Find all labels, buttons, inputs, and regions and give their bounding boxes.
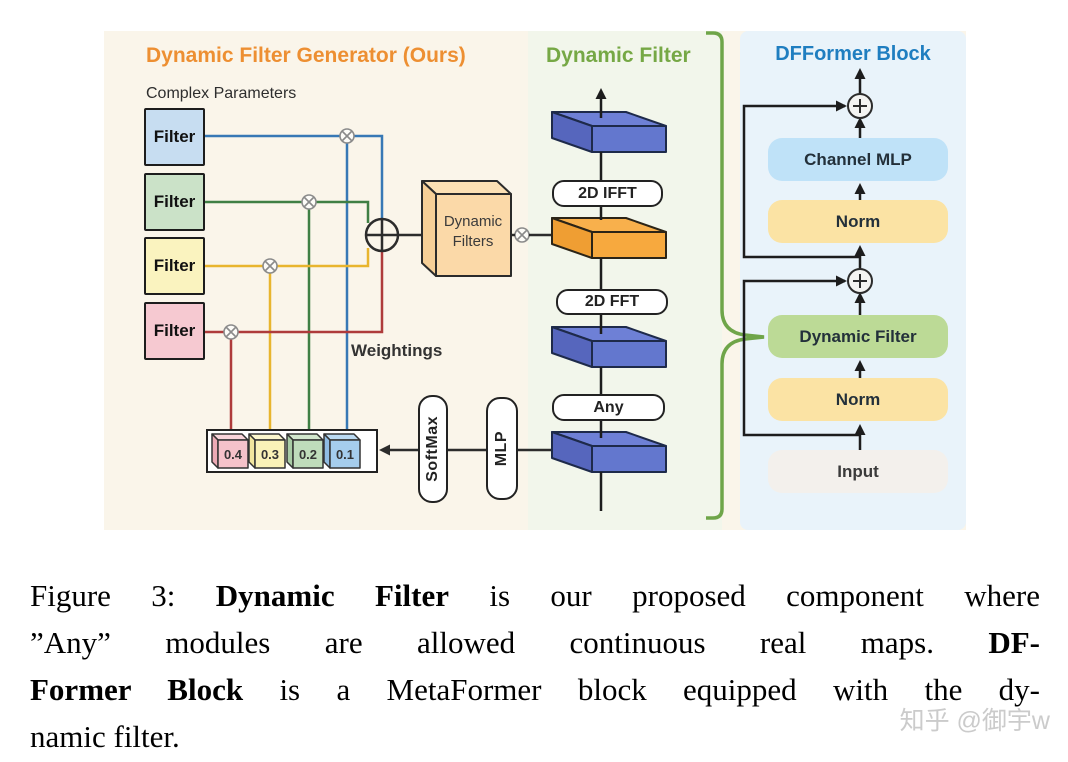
skip-connection-line — [742, 279, 860, 437]
multiply-icon — [339, 128, 355, 144]
multiply-icon — [301, 194, 317, 210]
block-input: Input — [768, 450, 948, 493]
mlp-label: MLP — [493, 430, 510, 467]
figure-caption: Figure 3: Dynamic Filter is our proposed… — [30, 572, 1040, 760]
watermark: 知乎 @御宇w — [899, 707, 1050, 735]
dfformer-title: DFFormer Block — [775, 43, 931, 65]
block-norm-upper: Norm — [768, 200, 948, 243]
dfformer-arrowheads — [836, 68, 866, 435]
weight-cube — [248, 433, 286, 469]
wire-yellow — [205, 248, 370, 268]
filter-box-green: Filter — [144, 173, 205, 231]
filter-box-blue: Filter — [144, 108, 205, 166]
tensor-slabs — [551, 111, 667, 473]
block-dynamic-filter: Dynamic Filter — [768, 315, 948, 358]
wire-green — [205, 200, 370, 223]
add-icon — [847, 93, 873, 119]
filter-box-pink: Filter — [144, 302, 205, 360]
weight-values: 0.4 0.3 0.2 0.1 — [224, 447, 354, 462]
tensor-slab — [551, 111, 667, 153]
dynamic-filter-title: Dynamic Filter — [546, 44, 691, 67]
op-box-any: Any — [552, 394, 665, 421]
generator-title: Dynamic Filter Generator (Ours) — [146, 44, 466, 67]
tensor-slab — [551, 326, 667, 368]
add-icons — [847, 93, 873, 294]
op-box-2d-fft: 2D FFT — [556, 289, 668, 315]
multiply-icon — [262, 258, 278, 274]
complex-parameters-label: Complex Parameters — [146, 85, 297, 102]
weightings-label: Weightings — [351, 341, 443, 360]
multiply-icon — [223, 324, 239, 340]
caption-line-1: Figure 3: Dynamic Filter is our proposed… — [30, 578, 1040, 613]
softmax-box: SoftMax — [418, 395, 448, 503]
wire-blue — [205, 134, 384, 219]
weight-cube — [286, 433, 324, 469]
caption-line-4: namic filter. — [30, 719, 180, 754]
mlp-box: MLP — [486, 397, 518, 500]
filter-box-yellow: Filter — [144, 237, 205, 295]
sum-icon — [364, 217, 400, 253]
weight-value: 0.3 — [261, 447, 279, 462]
caption-line-3: Former Block is a MetaFormer block equip… — [30, 672, 1040, 707]
add-icon — [847, 268, 873, 294]
tensor-slab — [551, 431, 667, 473]
filter-wires — [205, 134, 384, 438]
skip-connection-line — [742, 104, 860, 259]
block-channel-mlp: Channel MLP — [768, 138, 948, 181]
arrow-up-output — [595, 88, 607, 99]
softmax-label: SoftMax — [424, 416, 441, 482]
caption-line-2: ”Any” modules are allowed continuous rea… — [30, 625, 1040, 660]
weight-value: 0.4 — [224, 447, 243, 462]
brace — [706, 31, 765, 520]
arrow-left-into-weights — [379, 444, 390, 456]
tensor-slab-filtered — [551, 217, 667, 259]
block-norm-lower: Norm — [768, 378, 948, 421]
weight-value: 0.1 — [336, 447, 354, 462]
weight-cube — [323, 433, 361, 469]
weight-value: 0.2 — [299, 447, 317, 462]
wire-red — [205, 252, 384, 334]
weight-cubes — [211, 433, 361, 469]
generator-connectors — [390, 233, 554, 452]
dynamic-filters-box — [421, 180, 512, 277]
multiply-icon — [514, 227, 530, 243]
op-box-2d-ifft: 2D IFFT — [552, 180, 663, 207]
dynamic-filters-box-label: Dynamic Filters — [443, 213, 503, 250]
weight-cube — [211, 433, 249, 469]
